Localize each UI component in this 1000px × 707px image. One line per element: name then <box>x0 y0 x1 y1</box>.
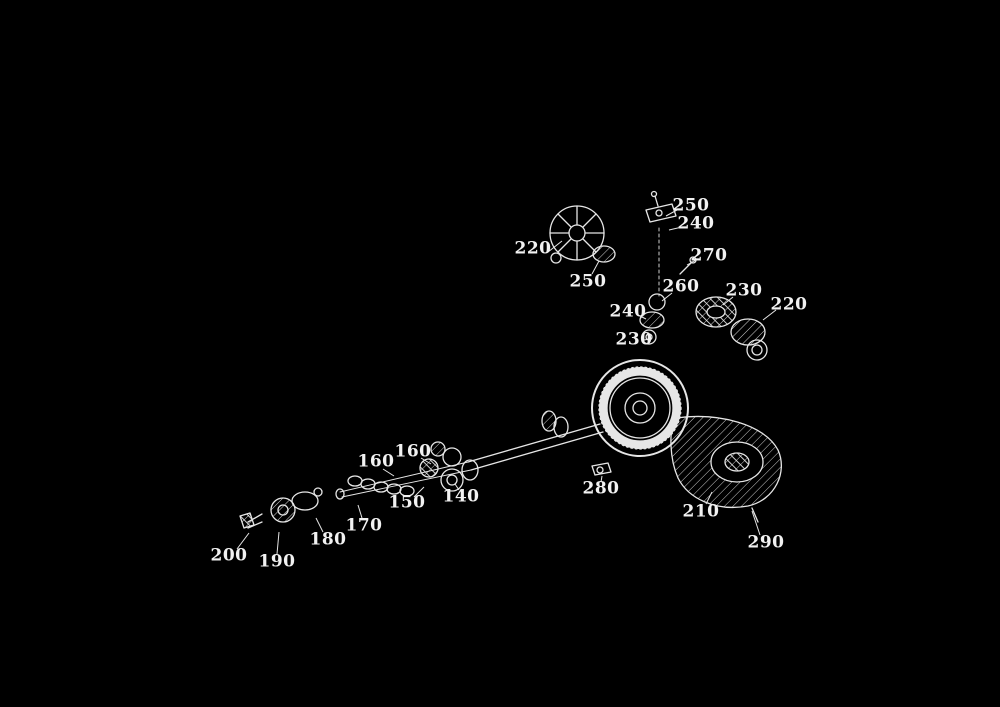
leader-line-230 <box>722 296 734 306</box>
ref-label-230: 230 <box>616 330 653 350</box>
leader-line-270 <box>686 259 697 266</box>
leader-line-170 <box>357 504 363 519</box>
leader-line-180 <box>315 517 324 533</box>
ref-label-240: 240 <box>678 214 715 234</box>
ref-label-220: 220 <box>771 295 808 315</box>
leader-line-160 <box>382 468 395 477</box>
ref-label-210: 210 <box>683 502 720 522</box>
leader-line-220 <box>547 240 563 253</box>
leader-line-280 <box>600 475 603 483</box>
ref-label-290: 290 <box>748 533 785 553</box>
leader-line-290 <box>751 510 761 536</box>
ref-label-160: 160 <box>395 442 432 462</box>
drive-shaft <box>335 410 604 500</box>
ref-label-270: 270 <box>691 246 728 266</box>
leader-line-190 <box>276 531 280 555</box>
central-wheel-part <box>591 359 689 457</box>
leader-line-150 <box>413 486 425 498</box>
leader-line-160 <box>420 457 432 465</box>
leader-line-240 <box>637 314 647 320</box>
ref-label-180: 180 <box>310 530 347 550</box>
ref-label-230: 230 <box>726 281 763 301</box>
shaft-gear-cluster <box>419 441 479 492</box>
leader-line-230 <box>643 338 651 341</box>
leader-line-140 <box>454 483 460 491</box>
threaded-section <box>347 475 415 497</box>
leader-line-250 <box>591 260 600 275</box>
ref-label-150: 150 <box>389 493 426 513</box>
middle-washer-cluster <box>639 256 697 345</box>
leader-line-250 <box>665 209 678 217</box>
ref-label-200: 200 <box>211 546 248 566</box>
leader-line-220 <box>762 309 777 321</box>
ref-label-140: 140 <box>443 487 480 507</box>
leader-line-200 <box>236 532 250 550</box>
leader-line-240 <box>668 226 683 231</box>
ref-label-240: 240 <box>610 302 647 322</box>
drawing-art <box>239 190 782 529</box>
ref-label-250: 250 <box>570 272 607 292</box>
ref-label-260: 260 <box>663 277 700 297</box>
ref-label-280: 280 <box>583 479 620 499</box>
top-bracket-part <box>645 190 677 223</box>
ref-label-190: 190 <box>259 552 296 572</box>
ref-label-250: 250 <box>673 196 710 216</box>
ref-label-160: 160 <box>358 452 395 472</box>
lower-bracket-part <box>591 462 612 476</box>
motor-housing-part <box>670 415 782 523</box>
end-coupling-cluster <box>239 487 323 529</box>
right-ring-cluster <box>695 296 768 361</box>
leader-line-260 <box>661 292 673 302</box>
ref-label-220: 220 <box>515 239 552 259</box>
fan-impeller-part <box>549 205 616 264</box>
leader-line-210 <box>705 491 713 505</box>
ref-label-170: 170 <box>346 516 383 536</box>
